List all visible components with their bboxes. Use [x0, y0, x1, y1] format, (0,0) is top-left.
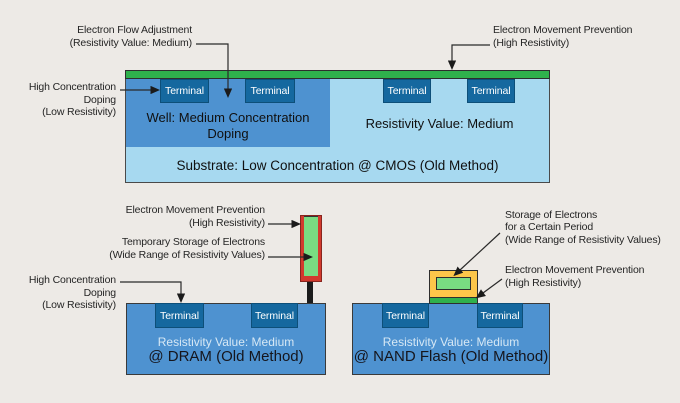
- dram-terminal-2: Terminal: [251, 303, 298, 328]
- arrow-nand-movement-prevention: [475, 278, 503, 299]
- label-electron-flow-adjustment: Electron Flow Adjustment (Resistivity Va…: [69, 24, 193, 49]
- dram-title: @ DRAM (Old Method): [148, 348, 304, 365]
- nand-storage-node: [436, 277, 471, 290]
- nand-tunnel-oxide: [429, 297, 478, 304]
- cmos-substrate-label: Substrate: Low Concentration @ CMOS (Old…: [176, 158, 499, 173]
- label-dram-movement-prevention: Electron Movement Prevention (High Resis…: [125, 204, 266, 229]
- dram-terminal-1: Terminal: [155, 303, 204, 328]
- cmos-terminal-2: Terminal: [245, 79, 295, 103]
- cmos-terminal-3: Terminal: [383, 79, 431, 103]
- label-dram-high-doping: High Concentration Doping (Low Resistivi…: [28, 274, 116, 311]
- cmos-resistivity-label: Resistivity Value: Medium: [365, 116, 514, 131]
- dram-capacitor-stem: [307, 281, 313, 303]
- cmos-terminal-4: Terminal: [467, 79, 515, 103]
- nand-title: @ NAND Flash (Old Method): [353, 348, 549, 365]
- arrow-cmos-movement-prevention: [447, 44, 490, 70]
- label-nand-movement-prevention: Electron Movement Prevention (High Resis…: [505, 264, 645, 289]
- label-cmos-high-doping: High Concentration Doping (Low Resistivi…: [28, 81, 116, 118]
- label-nand-storage: Storage of Electrons for a Certain Perio…: [505, 209, 661, 246]
- arrow-dram-high-doping: [120, 281, 186, 303]
- nand-terminal-2: Terminal: [477, 303, 523, 328]
- cmos-well-label: Well: Medium Concentration Doping: [146, 110, 310, 141]
- cmos-terminal-1: Terminal: [160, 79, 209, 103]
- arrow-nand-storage: [453, 232, 501, 277]
- nand-resistivity-label: Resistivity Value: Medium: [382, 335, 520, 349]
- nand-terminal-1: Terminal: [382, 303, 429, 328]
- dram-capacitor-storage: [304, 216, 318, 276]
- dram-resistivity-label: Resistivity Value: Medium: [157, 335, 295, 349]
- cmos-insulating-layer: [125, 70, 550, 79]
- label-dram-temporary-storage: Temporary Storage of Electrons (Wide Ran…: [109, 236, 265, 261]
- label-cmos-movement-prevention: Electron Movement Prevention (High Resis…: [493, 24, 633, 49]
